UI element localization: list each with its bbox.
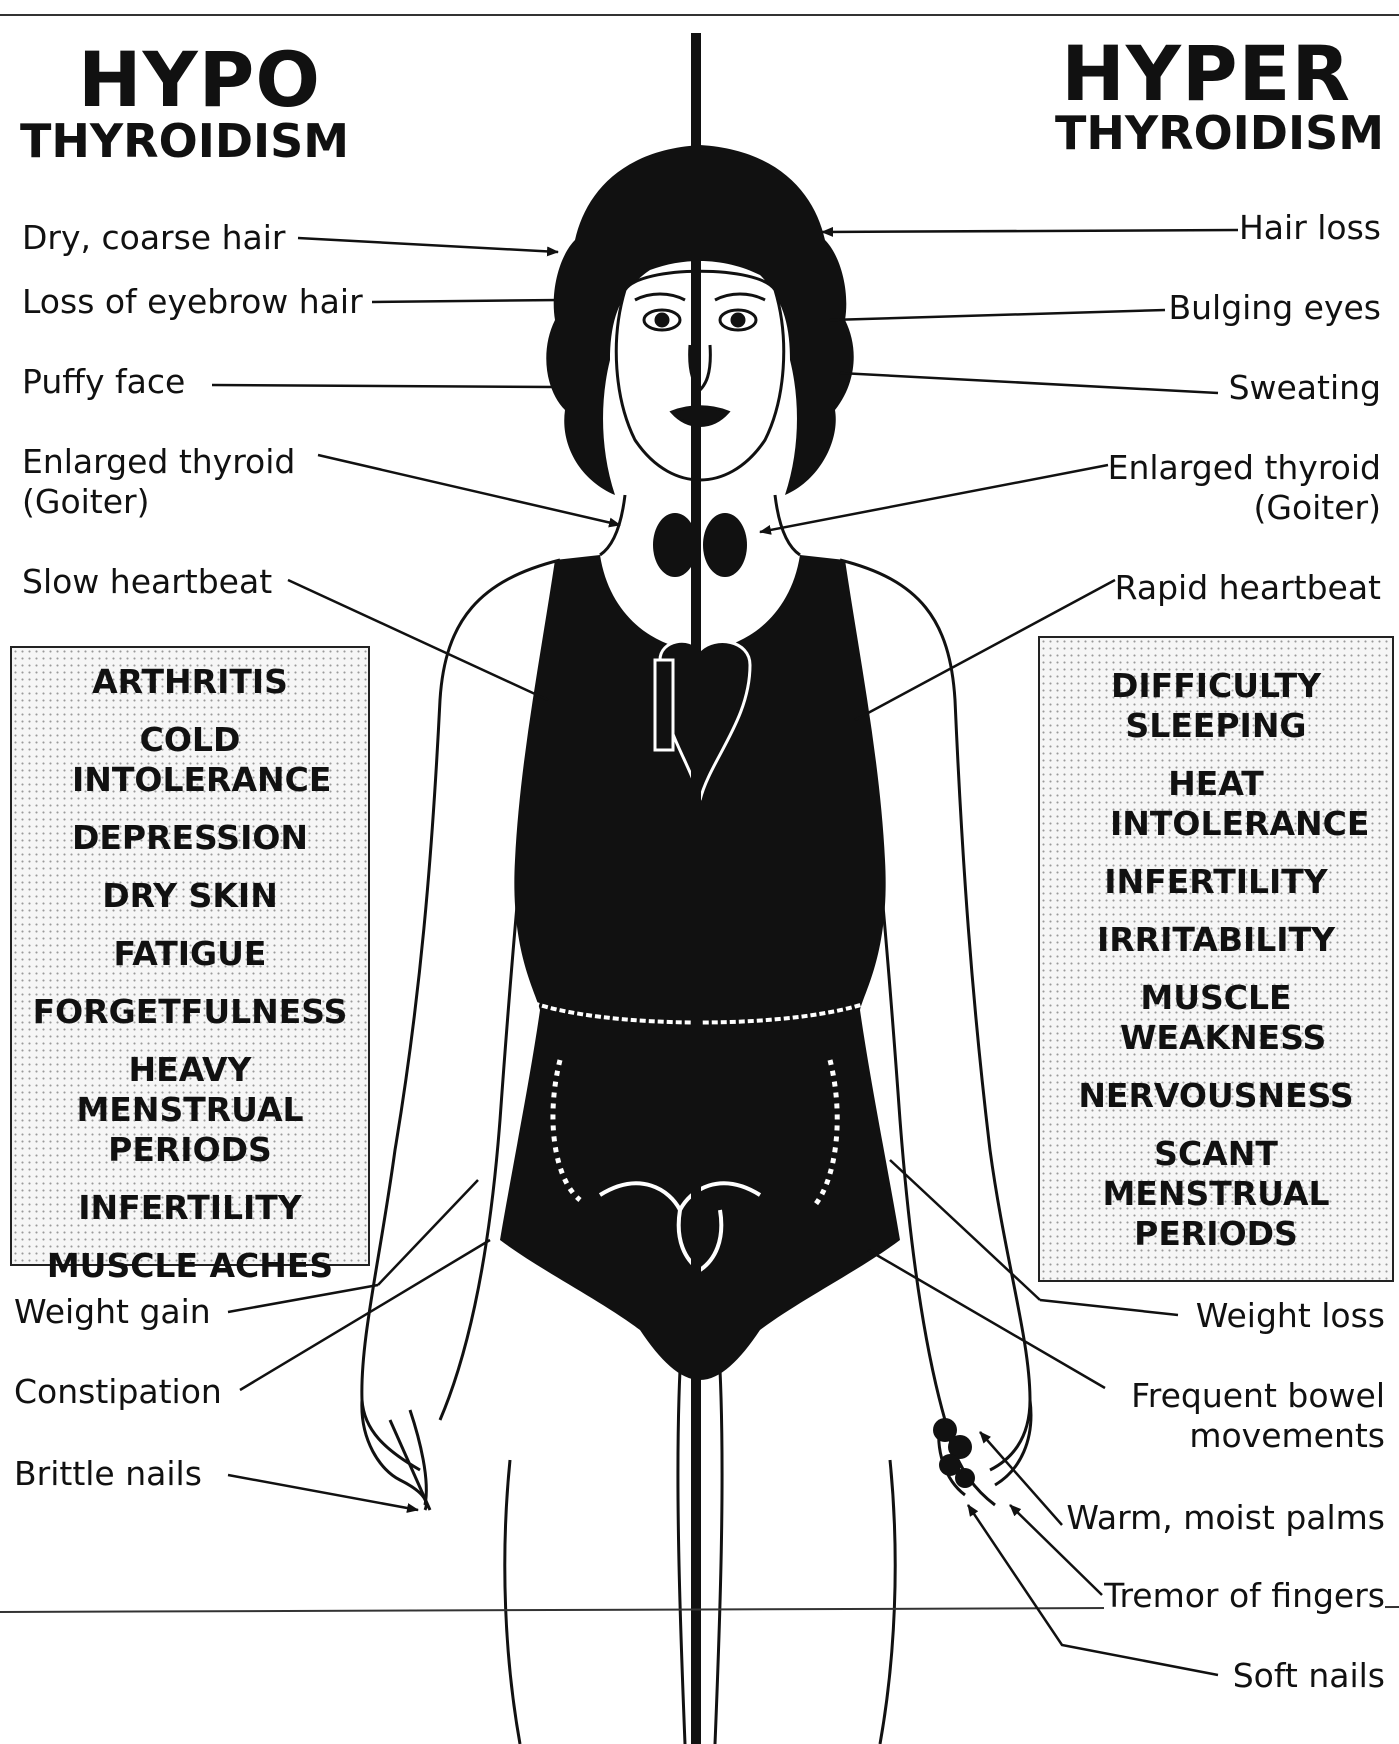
hyper-symptom: SCANT MENSTRUAL PERIODS — [1040, 1134, 1392, 1254]
hypo-symptom: INFERTILITY — [12, 1188, 368, 1228]
label-bowel-movements: movements — [1189, 1416, 1385, 1456]
hypo-symptom: FORGETFULNESS — [12, 992, 368, 1032]
label-puffy-face: Puffy face — [22, 362, 185, 402]
label-sweating: Sweating — [1229, 368, 1381, 408]
label-frequent-bowel: Frequent bowel — [1131, 1376, 1385, 1416]
hypo-symptom-box: ARTHRITIS COLD INTOLERANCE DEPRESSION DR… — [10, 646, 370, 1266]
hyper-symptom-box: DIFFICULTY SLEEPING HEAT INTOLERANCE INF… — [1038, 636, 1394, 1282]
hyper-symptom: NERVOUSNESS — [1040, 1076, 1392, 1116]
label-warm-moist-palms: Warm, moist palms — [1066, 1498, 1385, 1538]
label-enlarged-thyroid-hypo: Enlarged thyroid — [22, 442, 295, 482]
hypo-symptom: FATIGUE — [12, 934, 368, 974]
hypo-symptom: COLD INTOLERANCE — [12, 720, 368, 800]
hypo-symptom: DRY SKIN — [12, 876, 368, 916]
hypo-symptom: MUSCLE ACHES — [12, 1246, 368, 1286]
label-constipation: Constipation — [14, 1372, 222, 1412]
hypo-symptom: ARTHRITIS — [12, 662, 368, 702]
hypo-symptom: HEAVY MENSTRUAL PERIODS — [12, 1050, 368, 1170]
label-weight-gain: Weight gain — [14, 1292, 211, 1332]
hyper-title: HYPER — [1061, 36, 1351, 112]
hyper-symptom: MUSCLE WEAKNESS — [1040, 978, 1392, 1058]
label-rapid-heartbeat: Rapid heartbeat — [1115, 568, 1381, 608]
label-loss-eyebrow-hair: Loss of eyebrow hair — [22, 282, 363, 322]
hypo-subtitle: THYROIDISM — [20, 118, 349, 164]
label-hair-loss: Hair loss — [1239, 208, 1381, 248]
hyper-symptom: DIFFICULTY SLEEPING — [1040, 666, 1392, 746]
label-dry-coarse-hair: Dry, coarse hair — [22, 218, 285, 258]
label-goiter-hypo: (Goiter) — [22, 482, 150, 522]
label-brittle-nails: Brittle nails — [14, 1454, 202, 1494]
label-slow-heartbeat: Slow heartbeat — [22, 562, 272, 602]
label-weight-loss: Weight loss — [1196, 1296, 1385, 1336]
hyper-symptom: HEAT INTOLERANCE — [1040, 764, 1392, 844]
hyper-symptom: INFERTILITY — [1040, 862, 1392, 902]
hyper-subtitle: THYROIDISM — [1055, 110, 1384, 156]
label-bulging-eyes: Bulging eyes — [1168, 288, 1381, 328]
center-divider — [691, 33, 701, 1744]
label-enlarged-thyroid-hyper: Enlarged thyroid — [1108, 448, 1381, 488]
hypo-symptom: DEPRESSION — [12, 818, 368, 858]
hyper-symptom: IRRITABILITY — [1040, 920, 1392, 960]
label-goiter-hyper: (Goiter) — [1254, 488, 1382, 528]
label-soft-nails: Soft nails — [1233, 1656, 1385, 1696]
label-tremor-of-fingers: Tremor of fingers — [1104, 1576, 1385, 1616]
hypo-title: HYPO — [78, 42, 321, 118]
